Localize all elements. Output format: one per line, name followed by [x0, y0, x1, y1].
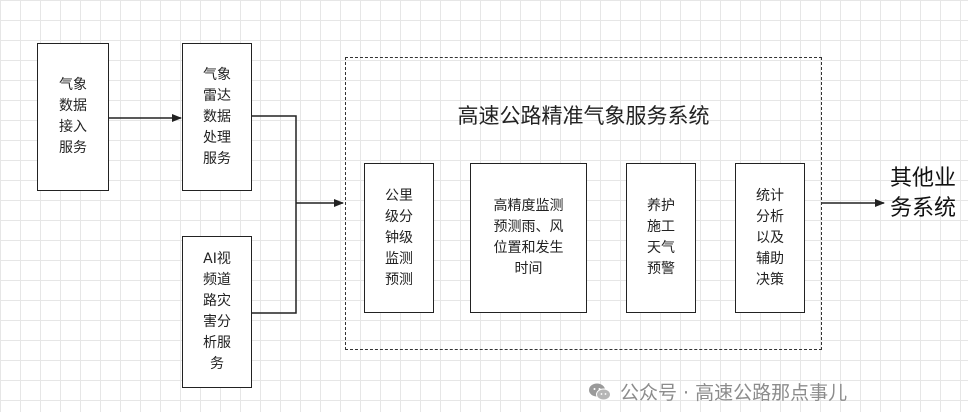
box-text-line: 养护: [647, 198, 675, 214]
box-text-line: 业务: [890, 166, 957, 221]
system-title: 高速公路精准气象服务系统: [457, 104, 710, 128]
box-text-line: AI视: [203, 251, 231, 267]
box-text-line: 接入: [59, 119, 87, 135]
precision-weather-system-frame: [345, 57, 822, 350]
box-text-line: 分析: [756, 208, 784, 225]
box-text-line: 雷达: [203, 87, 231, 104]
ai-video-disaster-analysis-box: AI视频道路灾害分析服务: [182, 236, 252, 388]
box-text-line: 服务: [203, 150, 231, 167]
statistics-decision-box: 统计分析以及辅助决策: [735, 163, 805, 313]
box-text-line: 路灾: [203, 293, 231, 309]
box-text-line: 预测: [385, 271, 413, 288]
box-text-line: 系统: [912, 196, 957, 221]
box-text-line: 处理: [203, 129, 231, 146]
line-ai-to-junction: [252, 203, 297, 314]
box-text-line: 统计: [756, 187, 784, 204]
wechat-icon: [589, 383, 611, 400]
high-precision-monitoring-box: 高精度监测预测雨、风位置和发生时间: [470, 163, 587, 313]
box-text-line: 频道: [203, 272, 231, 288]
box-text-line: 钟级: [385, 229, 413, 246]
box-text-line: 析服: [203, 335, 231, 351]
box-text-line: 气象: [59, 77, 87, 93]
watermark: 公众号 · 高速公路那点事儿: [588, 378, 847, 405]
box-text-line: 天气: [647, 240, 675, 256]
box-text-line: 数据: [203, 108, 231, 125]
box-text-line: 气象: [203, 66, 231, 83]
box-text-line: 施工: [647, 219, 675, 235]
watermark-text: 公众号 · 高速公路那点事儿: [620, 382, 848, 404]
box-text-line: 辅助: [756, 250, 784, 267]
maintenance-weather-warning-box: 养护施工天气预警: [626, 163, 696, 313]
box-text-line: 害分: [203, 314, 231, 330]
box-text-line: 决策: [756, 271, 784, 288]
box-text-line: 监测: [385, 250, 413, 267]
box-text-line: 级分: [385, 208, 413, 225]
km-minute-monitoring-box: 公里级分钟级监测预测: [364, 163, 434, 313]
box-text-line: 时间: [514, 261, 543, 277]
box-text-line: 公里: [385, 187, 413, 204]
box-text-line: 高精度监测: [493, 198, 564, 214]
weather-radar-processing-box: 气象雷达数据处理服务: [182, 43, 252, 191]
box-text-line: 其他: [890, 166, 935, 191]
other-business-systems-label: 其他业务系统: [890, 164, 960, 224]
box-text-line: 位置和发生: [493, 240, 564, 256]
box-text-line: 服务: [59, 140, 87, 156]
box-text-line: 务: [210, 356, 224, 372]
line-radar-to-junction: [252, 115, 297, 203]
box-text-line: 数据: [59, 98, 87, 114]
box-text-line: 以及: [756, 229, 784, 246]
box-text-line: 预测雨、风: [493, 219, 564, 235]
box-text-line: 预警: [647, 261, 675, 277]
weather-data-ingest-box: 气象数据接入服务: [37, 43, 109, 191]
